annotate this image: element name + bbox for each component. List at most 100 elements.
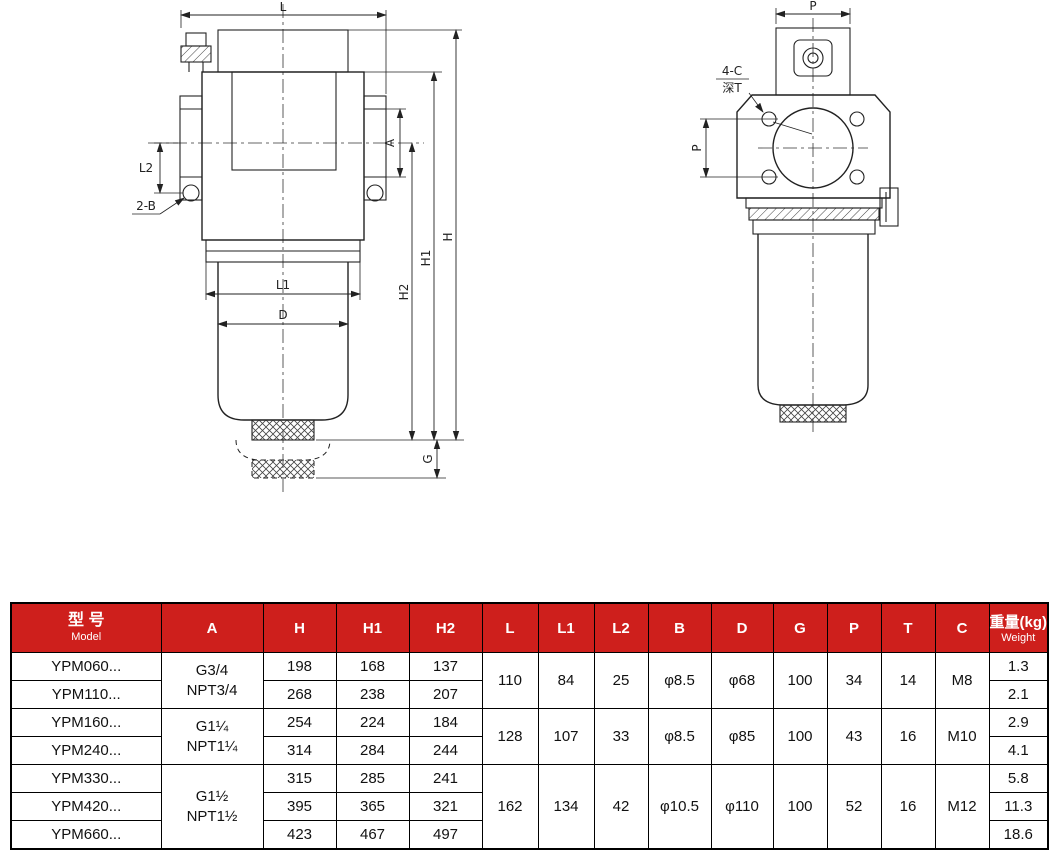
h2-cell: 497: [408, 820, 483, 850]
right-view: P 4-C 深T P: [690, 0, 899, 432]
hole-callout-4c: 4-C: [722, 64, 742, 78]
h2-cell: 244: [408, 736, 483, 765]
header-c: C: [934, 602, 990, 653]
model-cell: YPM060...: [10, 652, 162, 681]
dim-label-l1: L1: [276, 278, 290, 292]
right-port: [363, 95, 387, 201]
weight-cell: 4.1: [988, 736, 1049, 765]
side-ear: [879, 187, 899, 227]
table-row: YPM330... G1½ NPT1½ 315 285 241 162 134 …: [10, 764, 1049, 850]
header-d: D: [710, 602, 774, 653]
header-g: G: [772, 602, 828, 653]
header-a: A: [160, 602, 264, 653]
h1-cell: 285: [335, 764, 410, 793]
header-h2: H2: [408, 602, 483, 653]
h1-cell: 224: [335, 708, 410, 737]
depth-callout: 深T: [722, 81, 742, 95]
header-l1: L1: [537, 602, 595, 653]
dim-label-a: A: [383, 138, 397, 147]
hole-callout-2b: 2-B: [136, 199, 156, 213]
bottom-nut-front: [779, 404, 847, 423]
header-l: L: [481, 602, 539, 653]
thread-line: G3/4: [195, 662, 229, 679]
h-cell: 315: [262, 764, 337, 793]
model-cell: YPM160...: [10, 708, 162, 737]
header-h: H: [262, 602, 337, 653]
thread-cell: G3/4 NPT3/4: [160, 652, 264, 709]
fitting-knurl: [180, 45, 212, 63]
center-bore: [772, 107, 854, 189]
dim-label-p-side: P: [690, 144, 704, 151]
c-cell: M10: [934, 708, 990, 765]
table-row: YPM420... 395 365 321 11.3: [10, 792, 1049, 821]
corner-hole: [849, 169, 865, 185]
l-cell: 162: [481, 764, 539, 850]
header-p: P: [826, 602, 882, 653]
p-cell: 34: [826, 652, 882, 709]
collar: [752, 219, 876, 235]
p-cell: 43: [826, 708, 882, 765]
header-model-en: Model: [71, 630, 102, 643]
d-cell: φ68: [710, 652, 774, 709]
dim-label-d: D: [278, 308, 287, 322]
dim-label-l: L: [280, 0, 287, 14]
g-cell: 100: [772, 708, 828, 765]
technical-drawings: L L2 A 2-B L1 D: [132, 0, 899, 492]
flange-plate: [745, 197, 883, 209]
p-cell: 52: [826, 764, 882, 850]
model-cell: YPM330...: [10, 764, 162, 793]
weight-cell: 18.6: [988, 820, 1049, 850]
header-h1: H1: [335, 602, 410, 653]
l2-cell: 42: [593, 764, 649, 850]
table-row: YPM160... G1¼ NPT1¼ 254 224 184 128 107 …: [10, 708, 1049, 765]
t-cell: 16: [880, 708, 936, 765]
header-model-cn: 型 号: [68, 612, 105, 630]
left-view: L L2 A 2-B L1 D: [132, 0, 464, 492]
spec-table: 型 号 Model A H H1 H2 L L1 L2 B D G P T C …: [10, 602, 1049, 850]
thread-cell: G1½ NPT1½: [160, 764, 264, 850]
h-cell: 395: [262, 792, 337, 821]
b-cell: φ10.5: [647, 764, 712, 850]
h1-cell: 284: [335, 736, 410, 765]
dim-label-g: G: [421, 454, 435, 463]
mount-hole-right: [366, 184, 384, 202]
c-cell: M8: [934, 652, 990, 709]
weight-cell: 2.9: [988, 708, 1049, 737]
h-cell: 198: [262, 652, 337, 681]
bottom-nut: [251, 419, 315, 441]
table-row: YPM660... 423 467 497 18.6: [10, 820, 1049, 850]
thread-line: G1¼: [195, 718, 229, 735]
header-l2: L2: [593, 602, 649, 653]
dim-label-h1: H1: [419, 250, 433, 267]
header-t: T: [880, 602, 936, 653]
table-row: YPM240... 314 284 244 4.1: [10, 736, 1049, 765]
header-weight-en: Weight: [1001, 632, 1036, 645]
model-cell: YPM240...: [10, 736, 162, 765]
g-cell: 100: [772, 764, 828, 850]
header-model: 型 号 Model: [10, 602, 162, 653]
b-cell: φ8.5: [647, 652, 712, 709]
left-port: [179, 95, 203, 201]
l1-cell: 134: [537, 764, 595, 850]
l1-cell: 84: [537, 652, 595, 709]
gasket: [748, 207, 880, 221]
head-window: [231, 71, 337, 171]
h1-cell: 467: [335, 820, 410, 850]
header-weight: 重量(kg) Weight: [988, 602, 1049, 653]
dim-label-p-top: P: [809, 0, 816, 13]
dim-label-l2: L2: [139, 161, 153, 175]
table-row: YPM110... 268 238 207 2.1: [10, 680, 1049, 709]
bracket-hole: [802, 47, 824, 69]
h2-cell: 207: [408, 680, 483, 709]
h2-cell: 184: [408, 708, 483, 737]
model-cell: YPM110...: [10, 680, 162, 709]
t-cell: 14: [880, 652, 936, 709]
l-cell: 110: [481, 652, 539, 709]
l2-cell: 33: [593, 708, 649, 765]
l-cell: 128: [481, 708, 539, 765]
header-weight-cn: 重量(kg): [989, 614, 1048, 632]
thread-line: NPT1½: [186, 807, 238, 825]
t-cell: 16: [880, 764, 936, 850]
h-cell: 268: [262, 680, 337, 709]
